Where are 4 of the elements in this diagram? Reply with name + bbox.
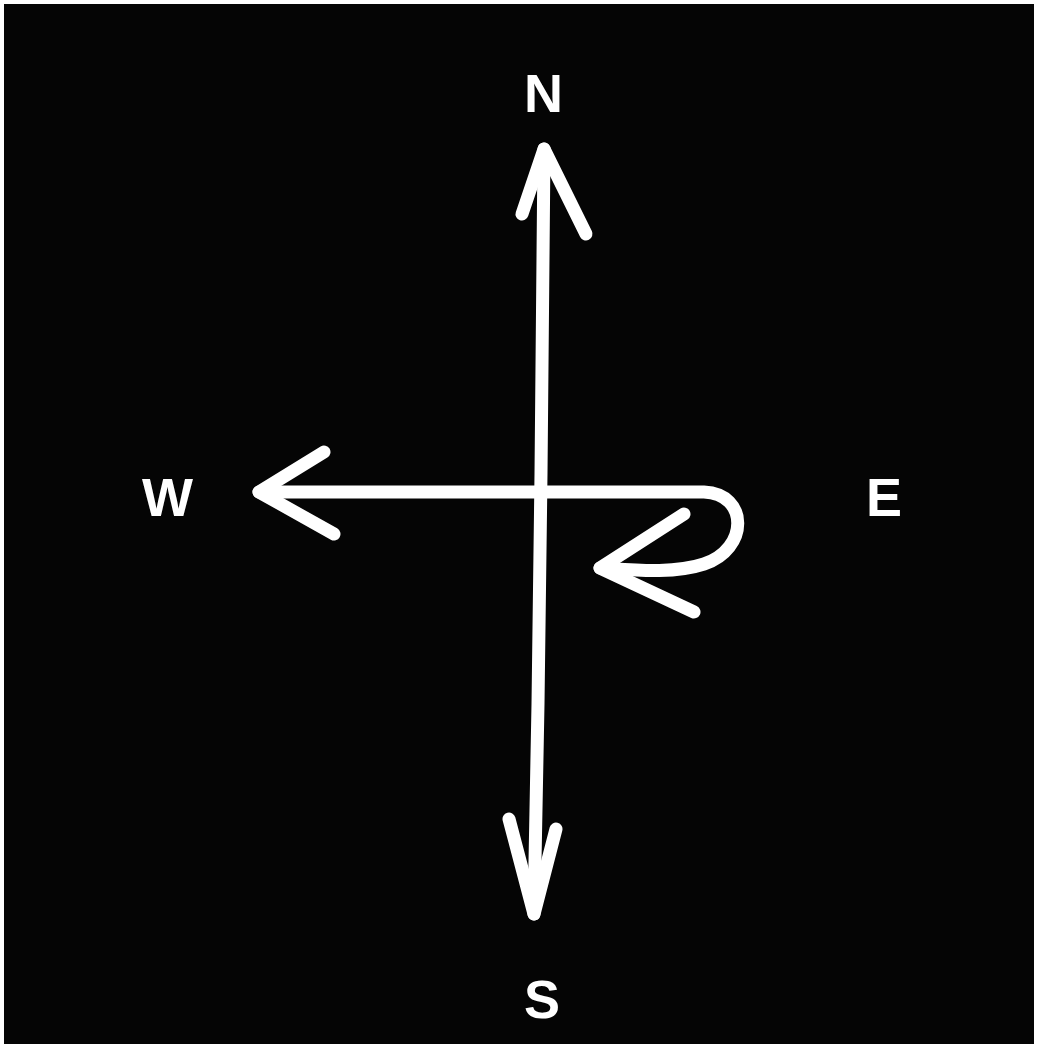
compass-direction-letter: W — [142, 470, 193, 524]
compass-direction-letter: N — [524, 66, 563, 120]
compass-direction-letter: S — [524, 972, 561, 1026]
compass-direction-letter: E — [866, 470, 903, 524]
